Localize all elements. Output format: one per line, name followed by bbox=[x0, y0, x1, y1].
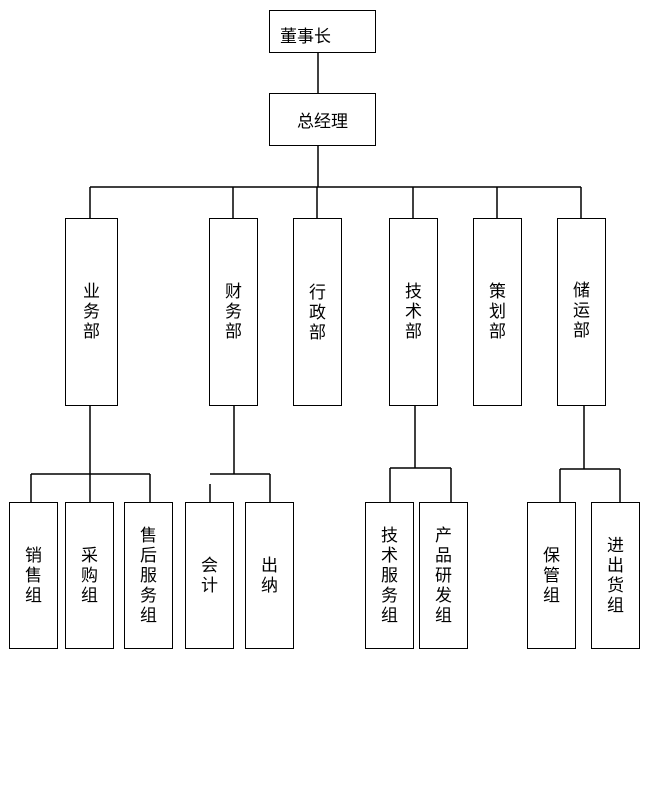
node-label: 行政部 bbox=[309, 283, 326, 343]
group-product-rd: 产品研发组 bbox=[419, 502, 468, 649]
group-purchasing: 采购组 bbox=[65, 502, 114, 649]
department-business: 业务部 bbox=[65, 218, 118, 406]
node-label: 采购组 bbox=[81, 545, 98, 606]
node-label: 财务部 bbox=[225, 282, 242, 342]
node-label: 储运部 bbox=[573, 281, 590, 341]
node-label: 策划部 bbox=[489, 282, 506, 342]
group-tech-service: 技术服务组 bbox=[365, 502, 414, 649]
node-label: 董事长 bbox=[280, 27, 331, 47]
chairman-node: 董事长 bbox=[269, 10, 376, 53]
department-finance: 财务部 bbox=[209, 218, 258, 406]
group-storage: 保管组 bbox=[527, 502, 576, 649]
general-manager-node: 总经理 bbox=[269, 93, 376, 146]
department-technology: 技术部 bbox=[389, 218, 438, 406]
group-inbound-outbound: 进出货组 bbox=[591, 502, 640, 649]
node-label: 销售组 bbox=[25, 545, 42, 606]
node-label: 进出货组 bbox=[607, 535, 624, 616]
node-label: 出纳 bbox=[261, 555, 278, 596]
node-label: 产品研发组 bbox=[435, 525, 452, 626]
department-administration: 行政部 bbox=[293, 218, 342, 406]
node-label: 总经理 bbox=[297, 112, 348, 132]
node-label: 技术服务组 bbox=[381, 525, 398, 626]
group-sales: 销售组 bbox=[9, 502, 58, 649]
node-label: 售后服务组 bbox=[140, 525, 157, 626]
group-accounting: 会计 bbox=[185, 502, 234, 649]
department-planning: 策划部 bbox=[473, 218, 522, 406]
node-label: 技术部 bbox=[405, 282, 422, 342]
group-cashier: 出纳 bbox=[245, 502, 294, 649]
node-label: 会计 bbox=[201, 555, 218, 596]
node-label: 保管组 bbox=[543, 545, 560, 606]
node-label: 业务部 bbox=[83, 282, 100, 342]
department-logistics: 储运部 bbox=[557, 218, 606, 406]
group-after-sales: 售后服务组 bbox=[124, 502, 173, 649]
